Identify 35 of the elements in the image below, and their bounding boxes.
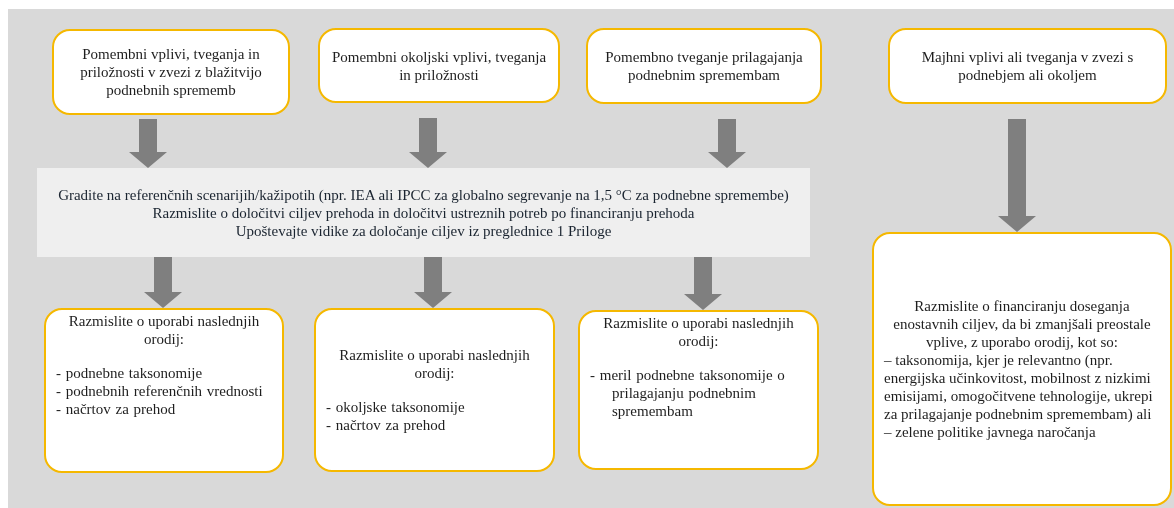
list-item: - podnebnih referenčnih vrednosti: [56, 382, 264, 400]
block-arrow: [998, 119, 1036, 232]
block-arrow: [414, 257, 452, 308]
box-heading: Razmislite o uporabi naslednjih orodij:: [602, 314, 795, 350]
list-item: - načrtov za prehod: [326, 416, 447, 434]
rounded-box: [52, 29, 290, 115]
list-item: – taksonomija, kjer je relevantno (npr. energijska učinkovitost, mobilnost z nizkimi emisijami, omogočitvene tehnologije, ukrepi za prilagajanje podnebnim spremembam) ali: [884, 351, 1154, 423]
rounded-box: [872, 232, 1172, 506]
list-item: - načrtov za prehod: [56, 400, 177, 418]
rounded-box: [578, 310, 819, 470]
block-arrow: [144, 257, 182, 308]
box-text: Pomembno tveganje prilagajanja podnebnim spremembam: [604, 48, 804, 84]
band-text: Upoštevajte vidike za določanje ciljev iz preglednice 1 Priloge: [234, 221, 613, 240]
list-item: - okoljske taksonomije: [326, 398, 466, 416]
band-text: Gradite na referenčnih scenarijih/kažipotih (npr. IEA ali IPCC za globalno segrevanje na 1,5 °C za podnebne spremembe): [57, 185, 790, 204]
box-heading: Razmislite o financiranju doseganja enostavnih ciljev, da bi zmanjšali preostale vplive, z uporabo orodij, kot so:: [892, 297, 1152, 351]
rounded-box: [44, 308, 284, 473]
rounded-box: [586, 28, 822, 104]
box-heading: Razmislite o uporabi naslednjih orodij:: [67, 312, 261, 348]
rounded-box: [888, 28, 1167, 104]
block-arrow: [409, 118, 447, 168]
block-arrow: [684, 257, 722, 310]
info-band: [37, 168, 810, 257]
list-item: – zelene politike javnega naročanja: [884, 423, 1097, 441]
box-text: Pomembni vplivi, tveganja in priložnosti v zvezi z blažitvijo podnebnih sprememb: [79, 45, 263, 99]
list-item: - podnebne taksonomije: [56, 364, 204, 382]
block-arrow: [129, 119, 167, 168]
block-arrow: [708, 119, 746, 168]
box-text: Majhni vplivi ali tveganja v zvezi s podnebjem ali okoljem: [920, 48, 1135, 84]
box-text: Pomembni okoljski vplivi, tveganja in priložnosti: [330, 47, 548, 84]
box-heading: Razmislite o uporabi naslednjih orodij:: [338, 346, 531, 382]
list-item: - meril podnebne taksonomije o prilagajanju podnebnim spremembam: [590, 366, 786, 420]
rounded-box: [314, 308, 555, 472]
rounded-box: [318, 28, 560, 103]
band-text: Razmislite o določitvi ciljev prehoda in določitvi ustreznih potreb po financiranju prehoda: [151, 203, 696, 222]
